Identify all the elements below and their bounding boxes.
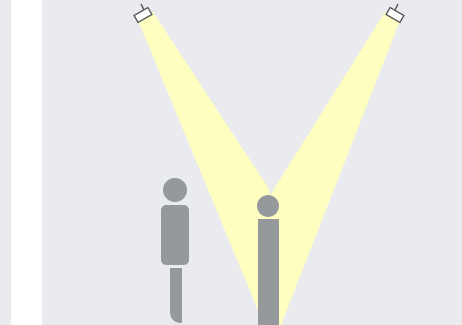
lighting-stage <box>42 0 462 325</box>
person-profile-leg <box>170 268 182 323</box>
person-front-body <box>258 219 279 325</box>
lighting-diagram <box>42 0 462 325</box>
person-profile-torso <box>161 205 189 265</box>
person-profile-head <box>163 178 187 202</box>
side-panel <box>0 0 11 325</box>
person-front-head <box>257 195 279 217</box>
